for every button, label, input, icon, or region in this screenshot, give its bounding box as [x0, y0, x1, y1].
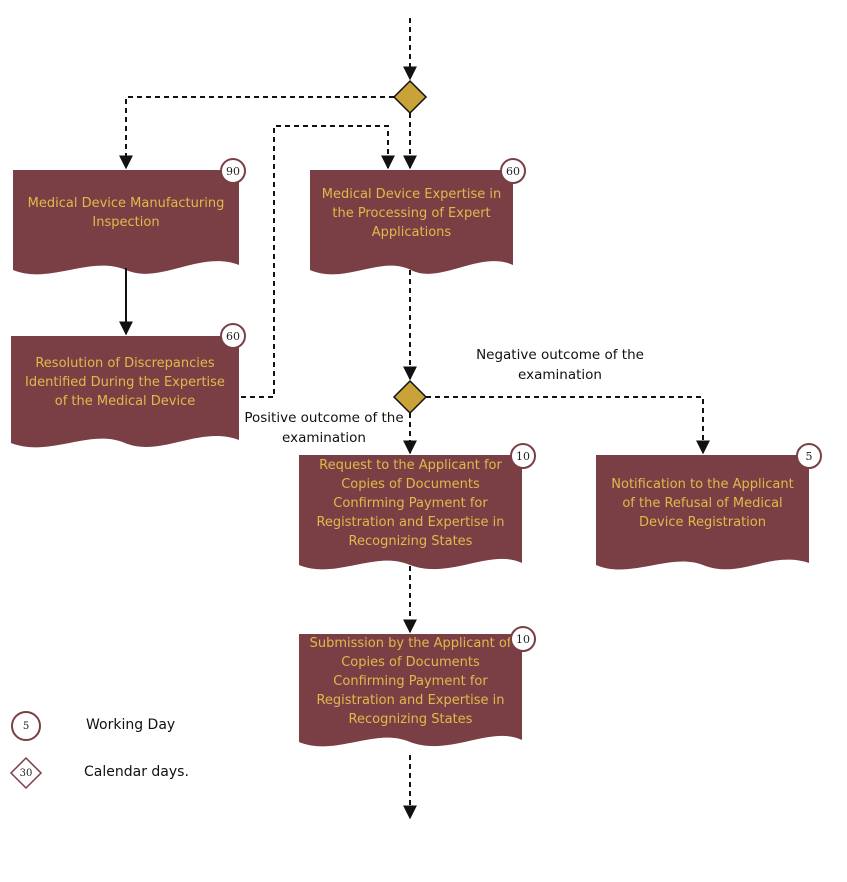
- shape-inspection: [13, 170, 239, 275]
- legend-calendar-value: 30: [19, 767, 33, 779]
- connector-resolution-loop: [241, 125, 395, 398]
- process-expertise: Medical Device Expertise in the Processi…: [310, 170, 513, 270]
- connector-negative: [426, 396, 710, 455]
- process-resolution-label: Resolution of Discrepancies Identified D…: [25, 356, 225, 409]
- decision-diamond-top: [392, 79, 428, 115]
- badge-request: 10: [510, 443, 536, 469]
- shape-request: [299, 455, 522, 570]
- badge-notification: 5: [796, 443, 822, 469]
- legend-working-day-label: Working Day: [86, 717, 176, 733]
- process-notification-label: Notification to the Applicant of the Ref…: [611, 476, 794, 530]
- process-inspection: Medical Device Manufacturing Inspection: [13, 170, 239, 270]
- process-resolution: Resolution of Discrepancies Identified D…: [11, 336, 239, 443]
- process-submission-label: Submission by the Applicant of Copies of…: [309, 635, 512, 727]
- badge-submission: 10: [510, 626, 536, 652]
- process-request-label: Request to the Applicant for Copies of D…: [316, 457, 505, 549]
- shape-expertise: [310, 170, 513, 275]
- label-negative-outcome: Negative outcome of the examination: [476, 347, 644, 383]
- badge-inspection: 90: [220, 158, 246, 184]
- legend-calendar-label: Calendar days.: [84, 764, 189, 780]
- badge-expertise: 60: [500, 158, 526, 184]
- connector-top-to-inspection: [119, 96, 394, 170]
- label-positive-outcome: Positive outcome of the examination: [244, 410, 404, 446]
- shape-notification: [596, 455, 809, 570]
- process-expertise-label: Medical Device Expertise in the Processi…: [321, 186, 502, 240]
- process-inspection-label: Medical Device Manufacturing Inspection: [27, 196, 225, 230]
- process-request: Request to the Applicant for Copies of D…: [299, 455, 522, 565]
- legend-working-day-icon: 5: [11, 711, 41, 741]
- legend-calendar-icon: 30: [11, 758, 41, 788]
- badge-resolution: 60: [220, 323, 246, 349]
- process-notification: Notification to the Applicant of the Ref…: [596, 455, 809, 565]
- legend-diamond-shape: [9, 756, 43, 790]
- shape-resolution: [11, 336, 239, 448]
- process-submission: Submission by the Applicant of Copies of…: [299, 634, 522, 742]
- shape-submission: [299, 634, 522, 747]
